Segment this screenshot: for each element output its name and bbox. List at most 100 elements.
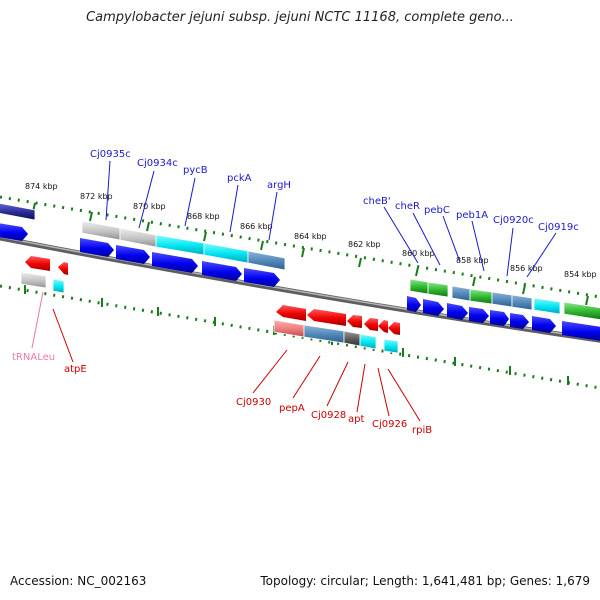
reverse-gene-arrow[interactable] xyxy=(347,315,362,328)
gene-tile-cyan[interactable] xyxy=(359,333,377,350)
forward-gene-arrow[interactable] xyxy=(116,245,150,264)
leader-line xyxy=(105,160,111,221)
gene-label[interactable]: cheB' xyxy=(363,196,391,207)
gene-tile-green[interactable] xyxy=(409,278,429,295)
ruler-forward: 874 kbp 872 kbp 870 kbp 868 kbp 866 kbp … xyxy=(0,182,600,306)
leader-line xyxy=(326,361,349,407)
gene-tile-cyan[interactable] xyxy=(383,338,399,354)
gene-tile-green[interactable] xyxy=(563,301,600,321)
leader-line xyxy=(229,184,239,233)
ruler-tick xyxy=(522,284,526,295)
forward-gene-arrow[interactable] xyxy=(80,238,114,257)
reverse-tiles xyxy=(20,271,399,354)
gene-label[interactable]: rpiB xyxy=(412,425,432,436)
gene-tile-cyan[interactable] xyxy=(203,242,249,264)
forward-tiles xyxy=(0,202,600,321)
gene-tile-cyan[interactable] xyxy=(155,234,205,256)
forward-gene-arrow[interactable] xyxy=(490,310,509,326)
reverse-gene-arrow[interactable] xyxy=(58,262,68,275)
forward-gene-arrow[interactable] xyxy=(469,307,489,323)
gene-tile-cyan[interactable] xyxy=(52,278,65,294)
reverse-gene-arrow[interactable] xyxy=(25,256,50,271)
gene-tile-steel[interactable] xyxy=(511,294,533,311)
gene-label[interactable]: pepA xyxy=(279,403,305,414)
ruler-tick xyxy=(301,247,305,258)
gene-label[interactable]: atpE xyxy=(64,364,87,375)
reverse-gene-arrow[interactable] xyxy=(307,309,346,326)
reverse-gene-arrows xyxy=(25,256,400,335)
gene-tile-grey[interactable] xyxy=(81,220,121,241)
ruler-label: 860 kbp xyxy=(402,249,435,258)
forward-gene-arrow[interactable] xyxy=(447,303,468,320)
gene-label[interactable]: Cj0930 xyxy=(236,397,271,408)
gene-tile-green[interactable] xyxy=(469,288,493,305)
gene-label[interactable]: Cj0920c xyxy=(493,215,534,226)
reverse-gene-arrow[interactable] xyxy=(364,318,378,331)
gene-tile-dark[interactable] xyxy=(343,330,361,347)
ruler-label: 864 kbp xyxy=(294,232,327,241)
leader-line xyxy=(471,220,485,272)
leader-line xyxy=(138,170,155,229)
gene-tile-cyan[interactable] xyxy=(533,297,561,315)
gene-label[interactable]: pycB xyxy=(183,165,208,176)
ruler-label: 858 kbp xyxy=(456,256,489,265)
gene-tile-grey[interactable] xyxy=(20,271,47,289)
gene-label[interactable]: Cj0928 xyxy=(311,410,346,421)
forward-gene-arrow[interactable] xyxy=(407,296,421,312)
gene-tile-navy[interactable] xyxy=(0,202,36,221)
gene-label[interactable]: Cj0934c xyxy=(137,158,178,169)
gene-label[interactable]: argH xyxy=(267,180,291,191)
leader-line xyxy=(268,191,278,241)
forward-gene-arrow[interactable] xyxy=(423,299,444,316)
ruler-label: 856 kbp xyxy=(510,264,543,273)
genome-title: Campylobacter jejuni subsp. jejuni NCTC … xyxy=(86,10,514,25)
forward-gene-arrow[interactable] xyxy=(0,223,28,241)
forward-gene-arrow[interactable] xyxy=(244,268,280,287)
leader-line xyxy=(387,368,421,422)
leader-line xyxy=(442,215,461,263)
gene-tile-steel[interactable] xyxy=(451,285,471,302)
gene-label[interactable]: peb1A xyxy=(456,210,488,221)
leader-line xyxy=(31,291,44,349)
ruler-tick xyxy=(260,240,264,251)
forward-gene-arrow[interactable] xyxy=(562,321,600,341)
reverse-gene-labels: tRNALeu atpE Cj0930 pepA Cj0928 apt Cj09… xyxy=(12,352,432,436)
gene-tile-steel[interactable] xyxy=(491,291,513,308)
reverse-gene-arrow[interactable] xyxy=(276,305,306,321)
gene-tile-pink[interactable] xyxy=(273,319,305,338)
forward-gene-arrow[interactable] xyxy=(510,313,529,329)
accession-text: Accession: NC_002163 xyxy=(10,574,147,588)
gene-tile-steel[interactable] xyxy=(303,324,345,344)
gene-tile-steel[interactable] xyxy=(247,250,286,271)
forward-gene-arrow[interactable] xyxy=(532,316,556,333)
gene-label[interactable]: tRNALeu xyxy=(12,352,55,363)
gene-label[interactable]: cheR xyxy=(395,201,420,212)
leader-line xyxy=(252,349,288,394)
ruler-label: 874 kbp xyxy=(25,182,58,191)
gene-label[interactable]: pckA xyxy=(227,173,252,184)
ruler-tick xyxy=(146,221,150,232)
forward-gene-arrow[interactable] xyxy=(202,261,242,281)
gene-label[interactable]: Cj0926 xyxy=(372,419,407,430)
ruler-label: 872 kbp xyxy=(80,192,113,201)
gene-tile-grey[interactable] xyxy=(119,227,157,248)
genome-summary-text: Topology: circular; Length: 1,641,481 bp… xyxy=(260,574,590,588)
gene-label[interactable]: apt xyxy=(348,414,364,425)
leader-line xyxy=(52,308,74,363)
forward-gene-arrow[interactable] xyxy=(152,252,198,273)
gene-label[interactable]: Cj0935c xyxy=(90,149,131,160)
reverse-gene-arrow[interactable] xyxy=(378,320,388,333)
leader-line xyxy=(292,355,321,399)
forward-gene-labels: Cj0935c Cj0934c pycB pckA argH cheB' che… xyxy=(90,149,579,233)
forward-gene-arrows xyxy=(0,223,600,341)
reverse-leader-lines xyxy=(31,291,421,422)
ruler-tick xyxy=(415,266,419,277)
reverse-gene-arrow[interactable] xyxy=(388,322,400,335)
gene-label[interactable]: Cj0919c xyxy=(538,222,579,233)
leader-line xyxy=(184,177,196,227)
gene-label[interactable]: pebC xyxy=(424,205,450,216)
gene-tile-green[interactable] xyxy=(427,281,449,298)
ruler-label: 862 kbp xyxy=(348,240,381,249)
